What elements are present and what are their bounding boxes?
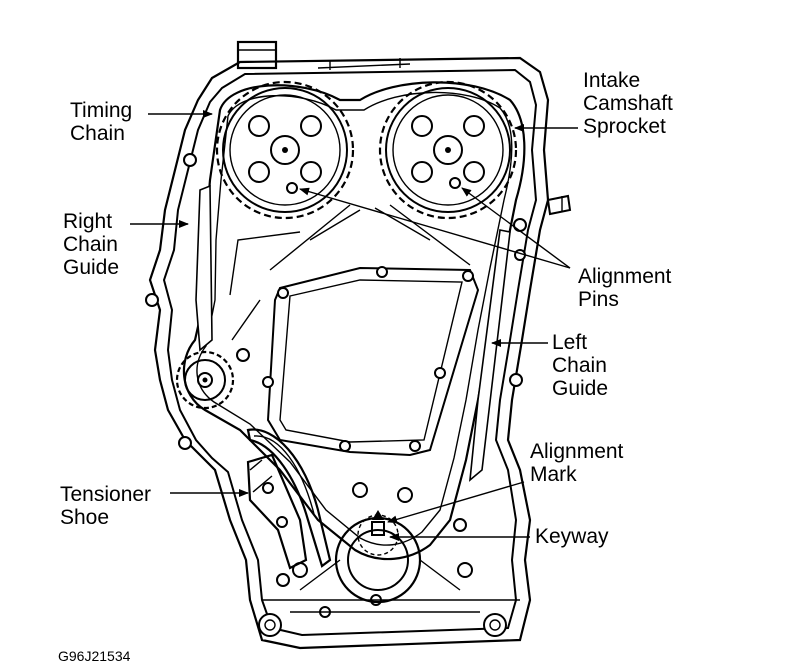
label-leaders — [130, 110, 578, 541]
left-chain-guide — [469, 229, 511, 482]
right-chain-guide — [195, 184, 213, 352]
crankshaft-sprocket — [334, 510, 422, 604]
exhaust-camshaft-sprocket — [215, 80, 355, 220]
label-timing-chain: Timing Chain — [70, 99, 133, 145]
label-intake-camshaft-sprocket: Intake Camshaft Sprocket — [583, 69, 673, 138]
inner-gasket-plate — [266, 266, 480, 457]
label-alignment-mark: Alignment Mark — [530, 440, 624, 486]
leader-alignment-pin-1 — [299, 187, 571, 269]
alignment-mark-notch — [372, 510, 384, 520]
leader-alignment-mark — [387, 481, 525, 524]
label-left-chain-guide: Left Chain Guide — [552, 331, 609, 400]
cover-bolt-holes — [145, 153, 527, 637]
label-keyway: Keyway — [535, 525, 609, 548]
alignment-pin-right — [449, 177, 461, 189]
tensioner-shoe — [246, 428, 332, 570]
intake-camshaft-sprocket — [378, 80, 518, 220]
label-right-chain-guide: Right Chain Guide — [63, 210, 120, 279]
alignment-pin-left — [286, 182, 298, 194]
label-alignment-pins: Alignment Pins — [578, 265, 672, 311]
figure-code: G96J21534 — [58, 648, 131, 664]
keyway-slot — [371, 521, 385, 536]
leader-alignment-pin-2 — [461, 187, 571, 269]
engine-cover-outline — [148, 56, 550, 650]
timing-chain — [182, 81, 526, 561]
idler-sprocket — [175, 350, 235, 410]
label-tensioner-shoe: Tensioner Shoe — [60, 483, 152, 529]
